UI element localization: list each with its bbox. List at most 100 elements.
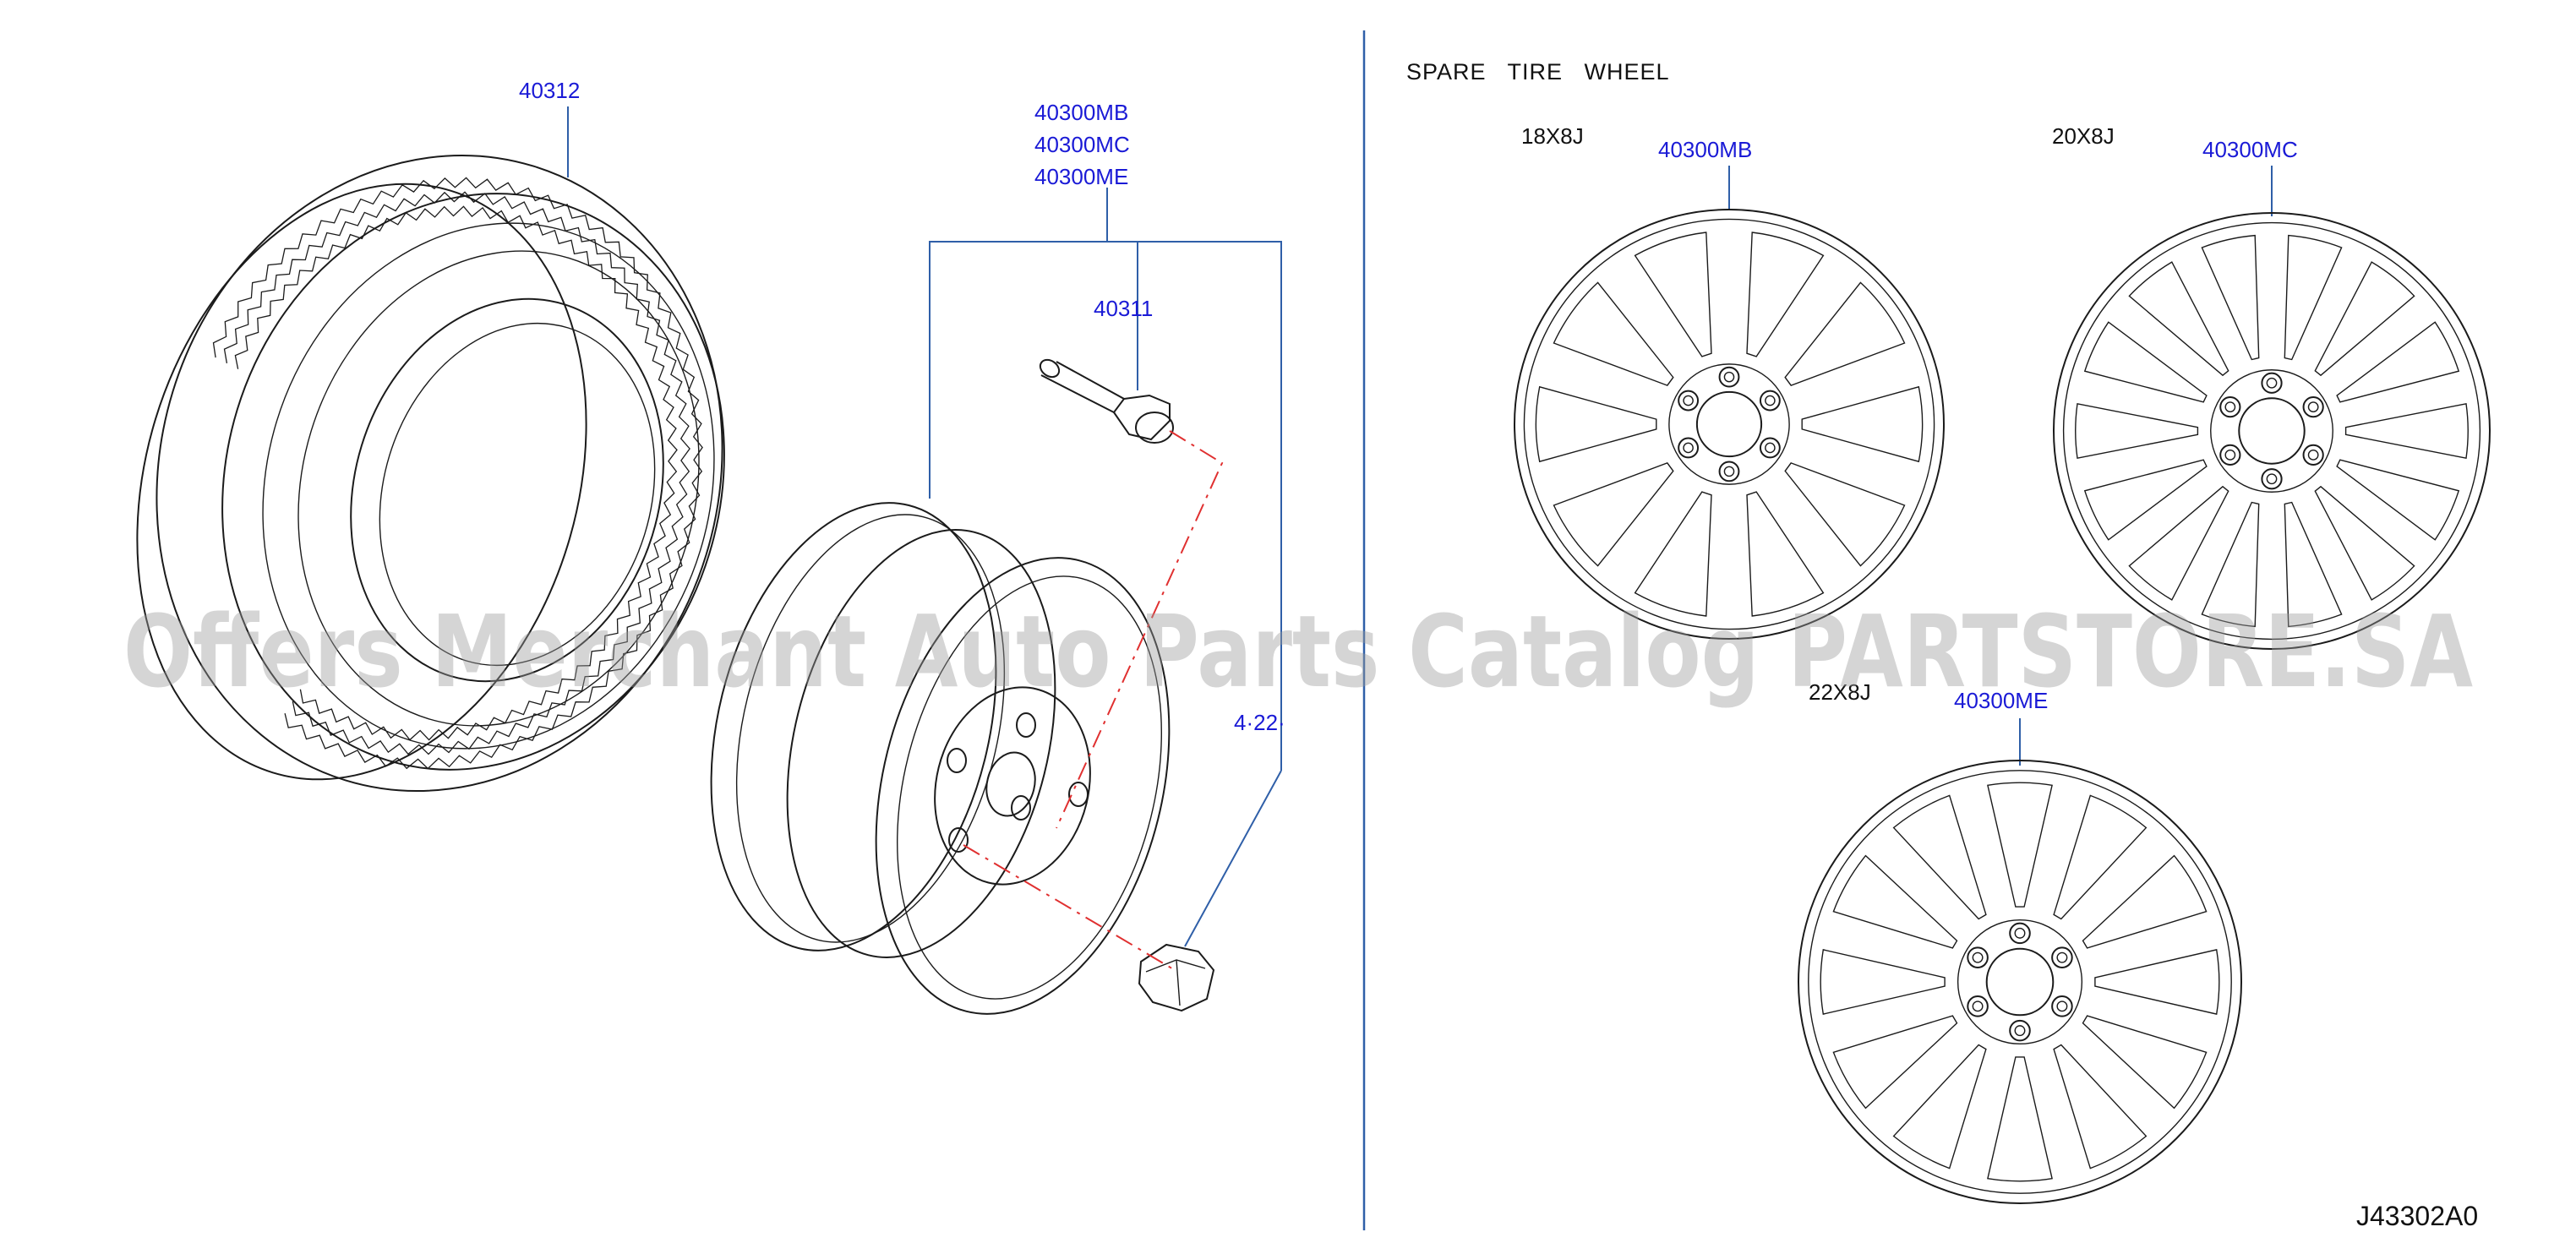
wheel-lug-hole-inner [2014, 927, 2026, 939]
wheel-lug-hole [1718, 366, 1740, 388]
wheel-spoke-window [1820, 949, 1946, 1015]
wheel-size-18: 18X8J [1521, 123, 1584, 149]
part-label-wheel-mb[interactable]: 40300MB [1034, 100, 1128, 125]
wheel-lug-hole [1967, 946, 1989, 968]
wheel-center-bore [1985, 947, 2055, 1017]
part-label-wheel-me[interactable]: 40300ME [1034, 164, 1128, 189]
diagram-code: J43302A0 [2356, 1201, 2478, 1231]
wheel-spoke-window [2344, 402, 2469, 460]
wheel-spoke-window [2314, 261, 2415, 377]
wheel-size-20: 20X8J [2052, 123, 2115, 149]
wheel-spoke-window [1535, 385, 1657, 463]
wheel-lug-hole-inner [1972, 1000, 1984, 1012]
wheel-inner-rim [1808, 770, 2232, 1194]
wheel-inner-rim [1523, 218, 1935, 630]
wheel-spoke-window [1746, 232, 1825, 357]
wheel-lug-hole [2009, 922, 2031, 945]
tread-row [212, 177, 703, 770]
watermark-text: Offers Merchant Auto Parts Catalog PARTS… [123, 593, 2473, 710]
wheel-outer-rim [2053, 212, 2491, 650]
wheel-center-bore [2238, 397, 2306, 465]
wheel-lug-hole-inner [1723, 371, 1735, 383]
wheel-hub [2210, 369, 2333, 493]
wheel-spoke-window [2083, 459, 2208, 541]
wheel-hub [1668, 363, 1790, 485]
wheel-spoke-window [2082, 854, 2208, 949]
wheel-lug-hole [2051, 995, 2073, 1017]
wheel-lug-hole [2051, 946, 2073, 968]
tread-row [223, 191, 690, 755]
wheel-lug-hole [1759, 390, 1781, 412]
wheel-lug-hole-inner [1683, 395, 1694, 406]
wheel-spoke-window [2336, 321, 2460, 403]
wheel-lug-hole [2009, 1019, 2031, 1042]
wheel-spoke-window [1634, 232, 1712, 357]
part-label-nut[interactable]: 4·22· [1234, 710, 1285, 735]
wheel-lug-hole-inner [2224, 450, 2236, 461]
tire-drawing [136, 155, 725, 792]
wheel-spoke-window [2053, 1044, 2148, 1169]
wheel-spoke-window [2094, 949, 2220, 1015]
wheel-lug-hole-inner [2014, 1025, 2026, 1037]
assembly-line-valve [1056, 430, 1224, 829]
spare-wheel-22x8j [1798, 760, 2242, 1204]
wheel-spoke-window [2201, 234, 2260, 361]
part-label-valve[interactable]: 40311 [1094, 296, 1153, 321]
wheel-lug-hole-inner [1765, 442, 1776, 454]
wheel-spoke-window [1892, 1044, 1987, 1169]
wheel-spoke-window [1801, 385, 1924, 463]
wheel-spoke-window [2082, 1015, 2208, 1110]
spare-wheel-18x8j [1514, 209, 1945, 640]
wheel-size-22: 22X8J [1809, 679, 1871, 705]
nut-drawing [1138, 943, 1215, 1012]
wheel-lug-hole [1967, 995, 1989, 1017]
wheel-lug-hole [1718, 461, 1740, 483]
wheel-lug-hole [2302, 444, 2324, 466]
part-label-tire[interactable]: 40312 [519, 78, 580, 103]
valve-drawing [1039, 358, 1174, 444]
wheel-spoke-window [2314, 485, 2415, 601]
wheel-spoke-window [1553, 462, 1674, 567]
wheel-outer-rim [1798, 760, 2242, 1204]
wheel-spoke-window [1553, 281, 1674, 386]
wheel-lug-hole-inner [2266, 377, 2278, 389]
wheel-spoke-window [2201, 501, 2260, 628]
wheel-spoke-window [2128, 261, 2229, 377]
wheel-lug-hole-inner [2266, 473, 2278, 485]
wheel-hub [1957, 919, 2083, 1045]
wheel-spoke-window [2336, 459, 2460, 541]
leader-wheel-bracket [929, 188, 1282, 947]
wheel-spoke-window [2284, 234, 2343, 361]
wheel-spoke-window [2053, 794, 2148, 920]
wheel-spoke-window [2128, 485, 2229, 601]
wheel-spoke-window [2284, 501, 2343, 628]
wheel-spoke-window [1892, 794, 1987, 920]
wheel-lug-hole [2261, 468, 2283, 490]
tread-row [234, 205, 678, 741]
wheel-spoke-window [1634, 491, 1712, 617]
wheel-spoke-window [1784, 281, 1906, 386]
wheel-lug-hole [1678, 390, 1700, 412]
wheel-lug-hole-inner [1765, 395, 1776, 406]
part-label-wheel-mc[interactable]: 40300MC [1034, 132, 1130, 157]
wheel-spoke-window [2075, 402, 2199, 460]
wheel-lug-hole [2219, 396, 2241, 418]
wheel-lug-hole [2219, 444, 2241, 466]
wheel-lug-hole [2261, 372, 2283, 394]
part-label-spare-mc[interactable]: 40300MC [2202, 137, 2298, 162]
wheel-center-bore [1695, 390, 1763, 458]
part-label-spare-mb[interactable]: 40300MB [1658, 137, 1752, 162]
wheel-inner-rim [2062, 221, 2481, 641]
spare-wheel-20x8j [2053, 212, 2491, 650]
wheel-spoke-window [1987, 782, 2053, 908]
wheel-spoke-window [2083, 321, 2208, 403]
wheel-lug-hole-inner [2307, 450, 2319, 461]
wheel-lug-hole-inner [1723, 466, 1735, 477]
section-title: SPARE TIRE WHEEL [1406, 59, 1670, 85]
part-label-spare-me[interactable]: 40300ME [1954, 688, 2048, 713]
wheel-lug-hole-inner [2056, 1000, 2068, 1012]
wheel-lug-hole-inner [2056, 951, 2068, 963]
wheel-lug-hole-inner [1972, 951, 1984, 963]
wheel-lug-hole-inner [2307, 401, 2319, 412]
